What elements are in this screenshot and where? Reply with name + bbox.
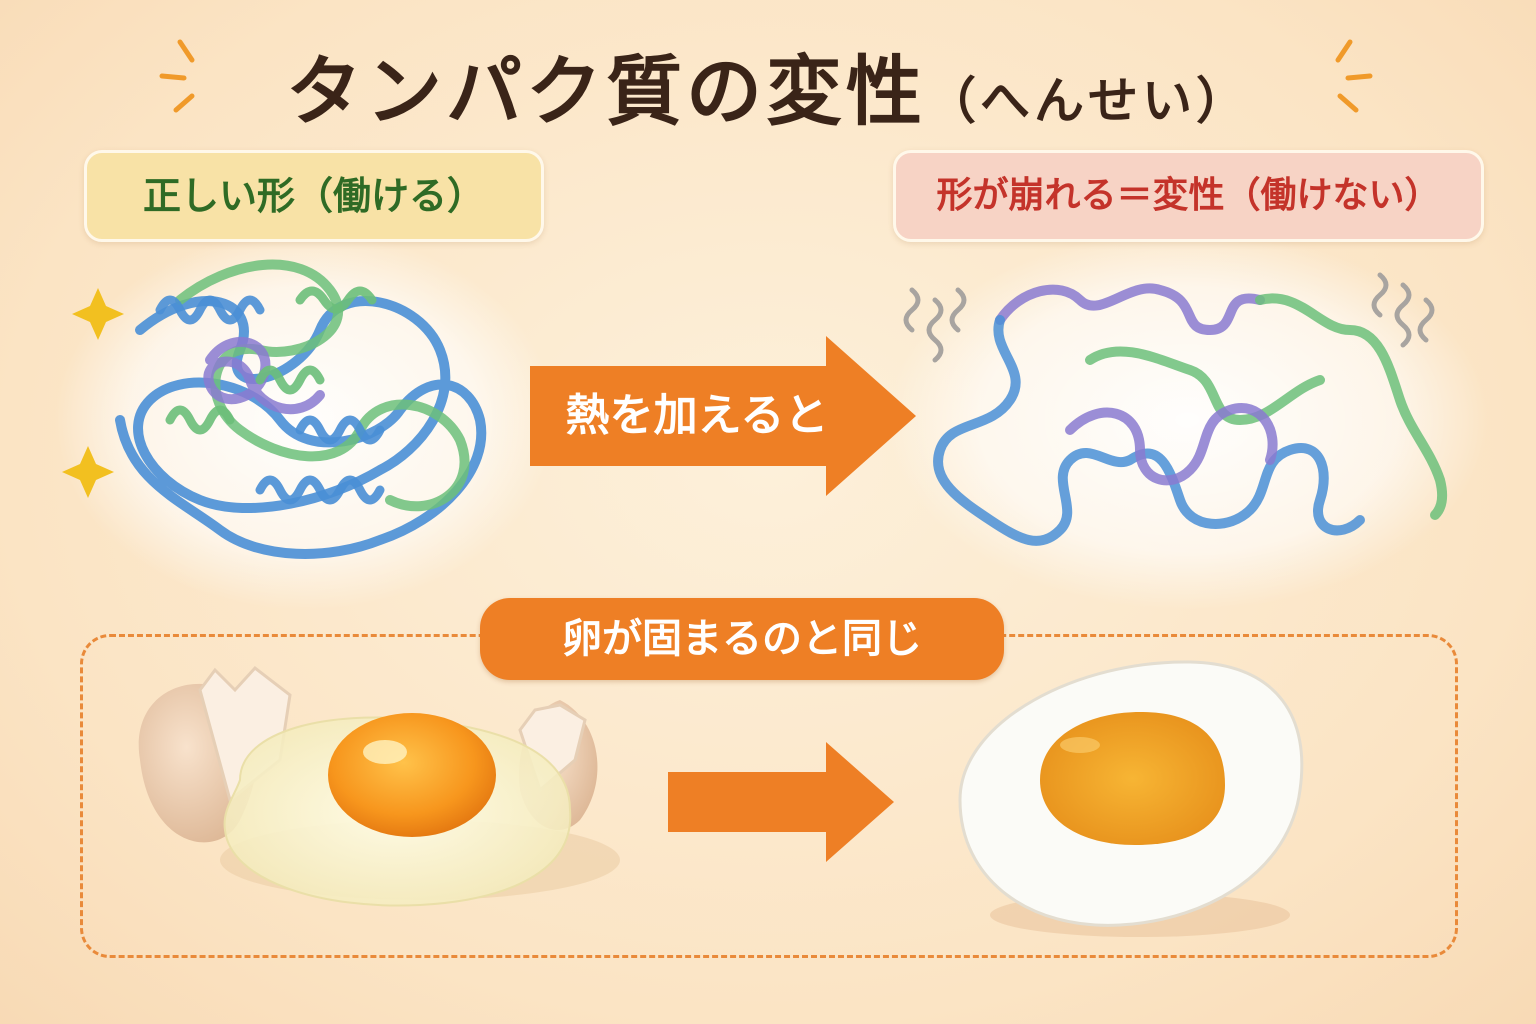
heat-wave-right-icon xyxy=(1371,272,1435,348)
denatured-protein-icon xyxy=(933,283,1448,546)
sparkle-star-icon xyxy=(62,446,114,498)
heat-wave-left-icon xyxy=(903,287,967,363)
egg-arrow-icon xyxy=(668,742,894,862)
boiled-egg-icon xyxy=(958,660,1304,937)
title-sparkle-right-icon xyxy=(1335,39,1373,113)
egg-comparison-frame xyxy=(80,634,1458,958)
denatured-label: 形が崩れる＝変性（働けない） xyxy=(893,150,1484,242)
title-reading: （へんせい） xyxy=(926,72,1250,130)
folded-label: 正しい形（働ける） xyxy=(84,150,544,242)
heat-arrow-label: 熱を加えると xyxy=(565,390,829,441)
raw-egg-icon xyxy=(138,665,620,907)
title-main: タンパク質の変性 xyxy=(286,47,926,136)
sparkle-star-icon xyxy=(72,288,124,340)
egg-caption: 卵が固まるのと同じ xyxy=(480,598,1004,680)
page-title: タンパク質の変性（へんせい） xyxy=(0,30,1536,140)
heat-arrow-icon xyxy=(530,336,916,496)
title-sparkle-left-icon xyxy=(159,39,195,113)
folded-protein-icon xyxy=(115,259,487,559)
